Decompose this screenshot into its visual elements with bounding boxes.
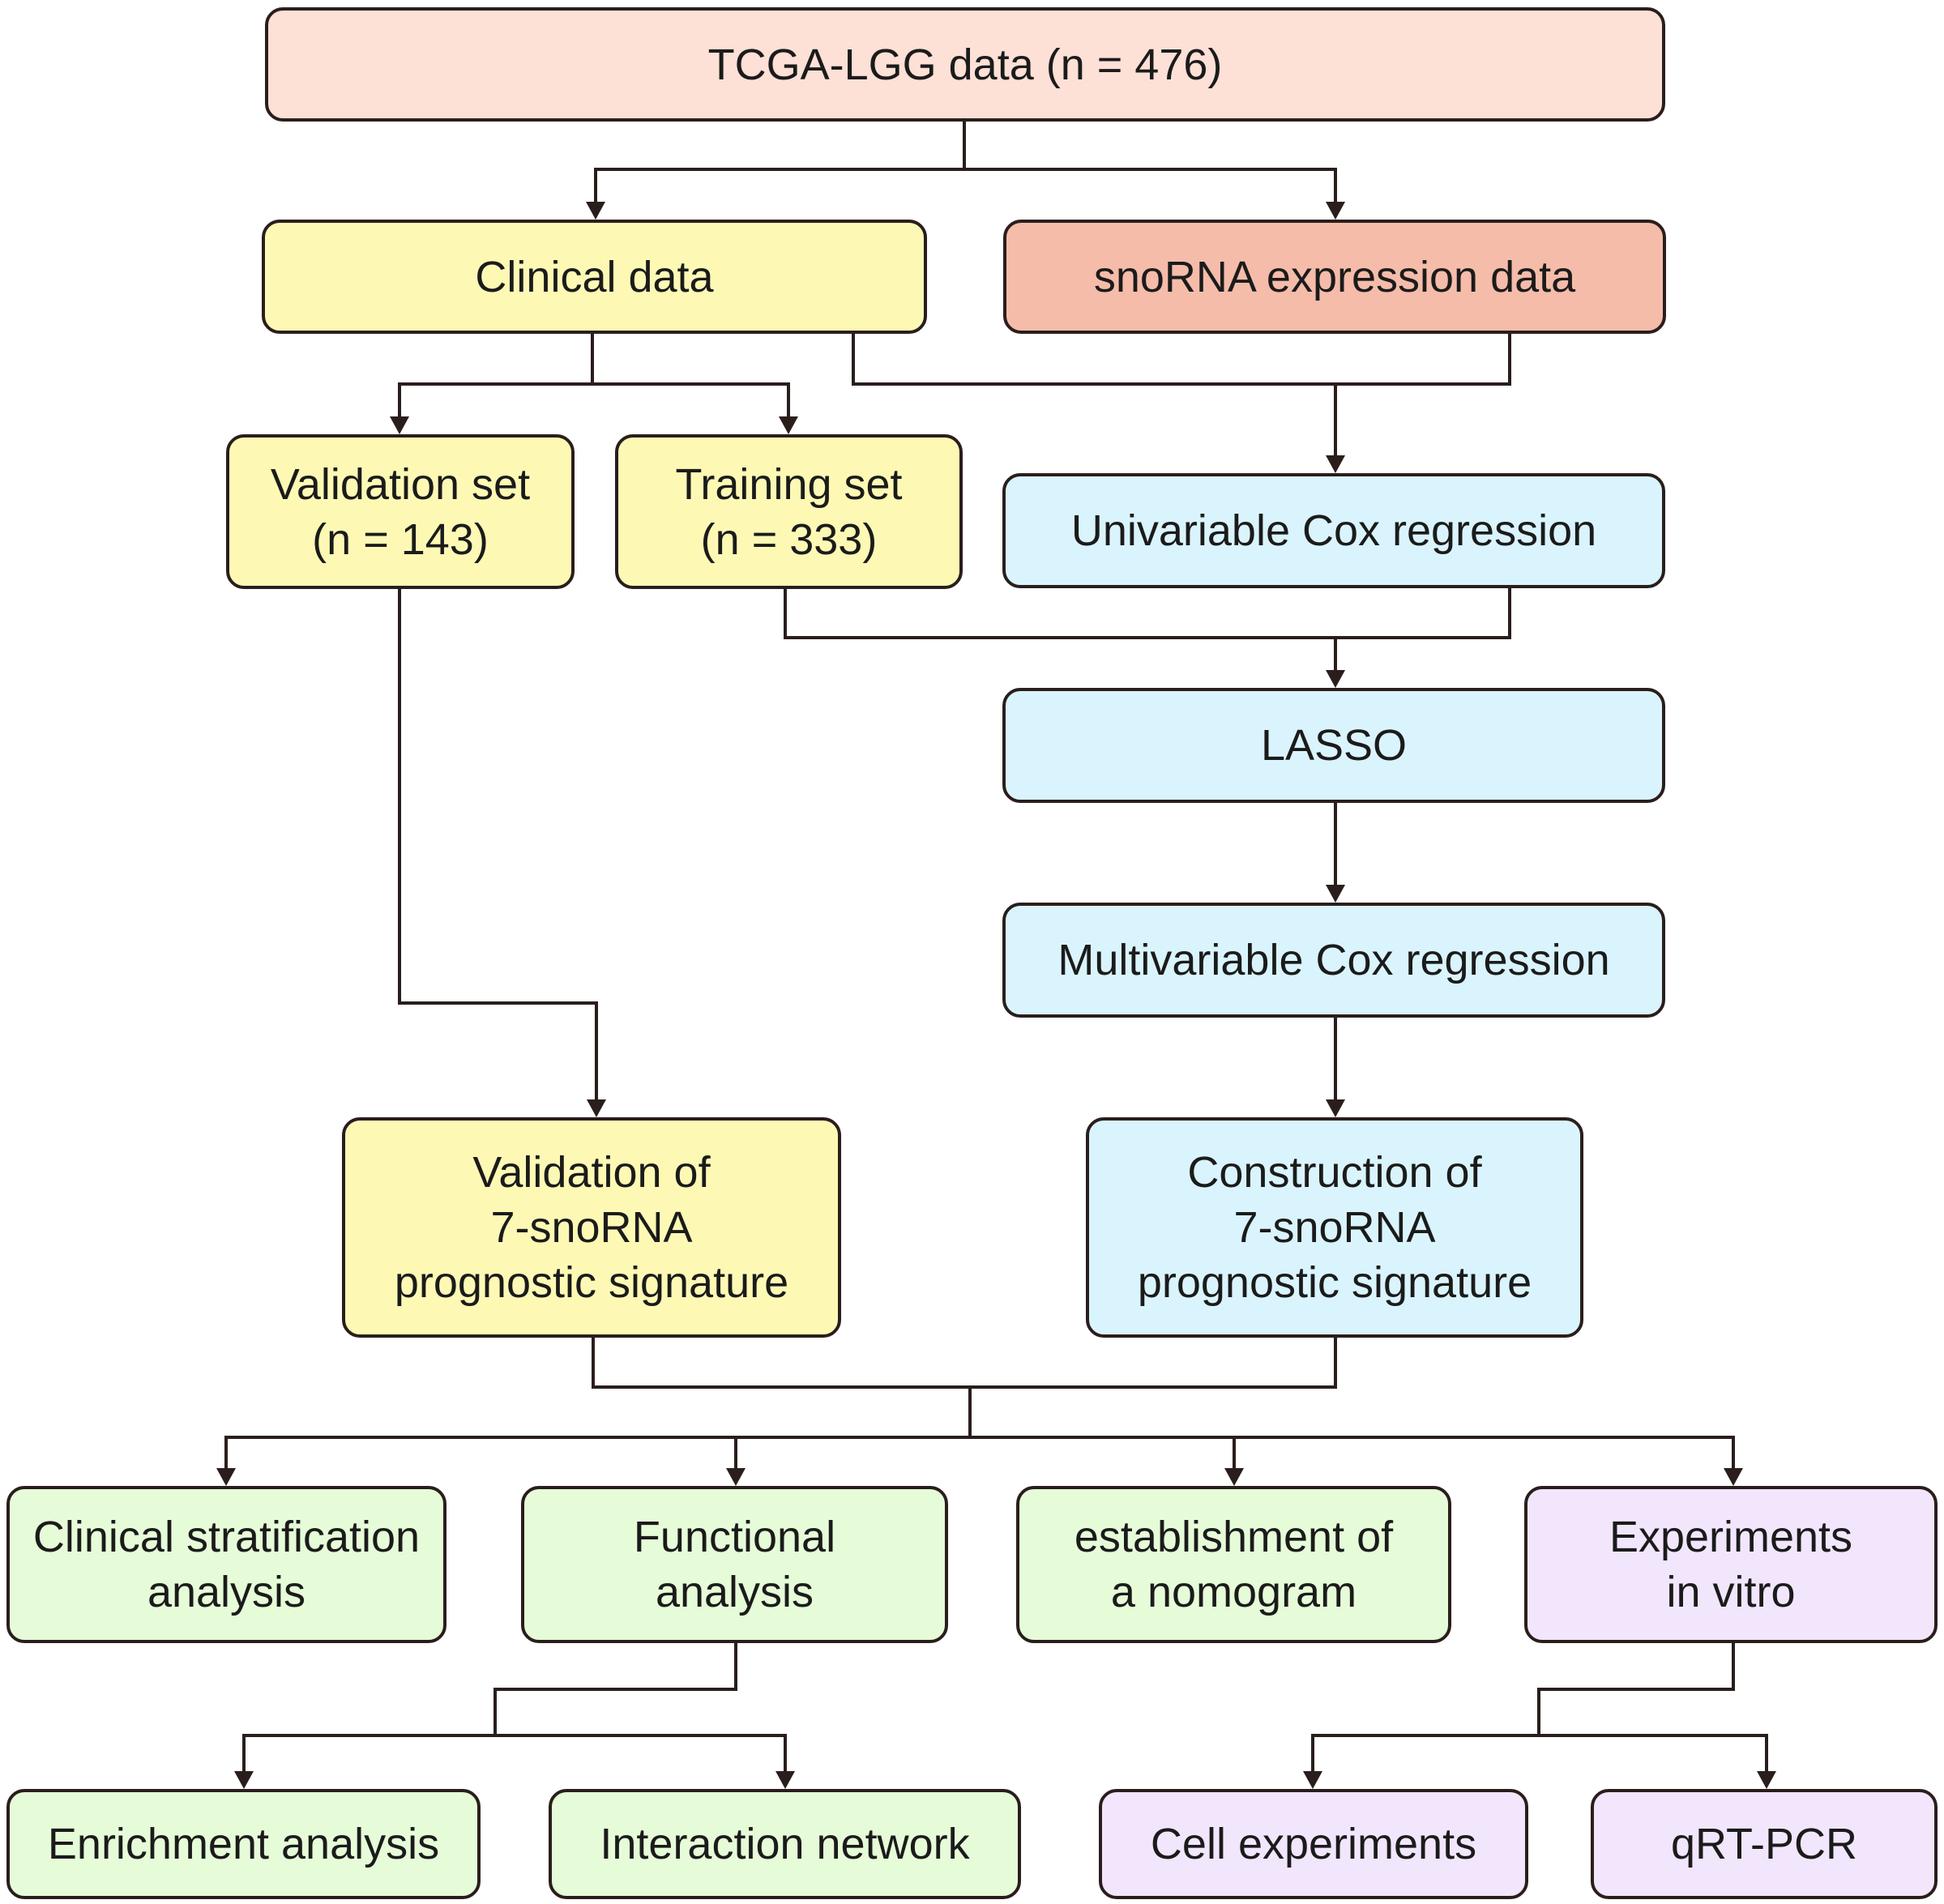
arrow-head-icon bbox=[1326, 885, 1345, 903]
cell-experiments-label: Cell experiments bbox=[1150, 1820, 1477, 1868]
training-set-count: (n = 333) bbox=[700, 514, 878, 564]
validation-set-box: Validation set (n = 143) bbox=[226, 434, 575, 589]
validation-signature-line-2: 7-snoRNA bbox=[490, 1203, 693, 1252]
construction-signature-line-2: 7-snoRNA bbox=[1233, 1203, 1436, 1252]
lasso-label: LASSO bbox=[1260, 721, 1408, 770]
interaction-network-box: Interaction network bbox=[549, 1789, 1021, 1899]
arrow-head-icon bbox=[1326, 670, 1345, 688]
arrow-head-icon bbox=[1326, 202, 1345, 220]
construction-signature-line-1: Construction of bbox=[1187, 1148, 1482, 1197]
clinical-data-box: Clinical data bbox=[262, 220, 927, 334]
univariable-cox-box: Univariable Cox regression bbox=[1002, 473, 1665, 588]
clinical-stratification-box: Clinical stratification analysis bbox=[6, 1486, 446, 1643]
multivariable-cox-box: Multivariable Cox regression bbox=[1002, 903, 1665, 1018]
arrow-head-icon bbox=[726, 1468, 746, 1486]
training-set-label: Training set bbox=[675, 459, 903, 509]
functional-analysis-line-1: Functional bbox=[633, 1513, 836, 1561]
nomogram-line-1: establishment of bbox=[1074, 1513, 1394, 1561]
arrow-head-icon bbox=[1757, 1771, 1776, 1789]
experiments-in-vitro-line-2: in vitro bbox=[1666, 1568, 1796, 1616]
nomogram-line-2: a nomogram bbox=[1110, 1568, 1357, 1616]
validation-signature-box: Validation of 7-snoRNA prognostic signat… bbox=[342, 1117, 841, 1338]
validation-signature-line-3: prognostic signature bbox=[394, 1258, 789, 1307]
multivariable-cox-label: Multivariable Cox regression bbox=[1057, 936, 1610, 984]
enrichment-analysis-label: Enrichment analysis bbox=[47, 1820, 440, 1868]
construction-signature-line-3: prognostic signature bbox=[1137, 1258, 1532, 1307]
functional-analysis-line-2: analysis bbox=[655, 1568, 814, 1616]
arrow-head-icon bbox=[779, 416, 798, 434]
arrow-head-icon bbox=[234, 1771, 254, 1789]
validation-set-count: (n = 143) bbox=[312, 514, 489, 564]
construction-signature-box: Construction of 7-snoRNA prognostic sign… bbox=[1086, 1117, 1583, 1338]
interaction-network-label: Interaction network bbox=[600, 1820, 970, 1868]
arrow-head-icon bbox=[1326, 1099, 1345, 1117]
arrow-head-icon bbox=[587, 1099, 606, 1117]
qrt-pcr-label: qRT-PCR bbox=[1670, 1820, 1858, 1868]
snorna-expression-data-label: snoRNA expression data bbox=[1093, 252, 1576, 301]
clinical-stratification-line-2: analysis bbox=[147, 1568, 306, 1616]
validation-set-label: Validation set bbox=[270, 459, 531, 509]
clinical-stratification-line-1: Clinical stratification bbox=[32, 1513, 421, 1561]
experiments-in-vitro-box: Experiments in vitro bbox=[1524, 1486, 1938, 1643]
arrow-head-icon bbox=[390, 416, 409, 434]
arrow-head-icon bbox=[1303, 1771, 1322, 1789]
arrow-head-icon bbox=[775, 1771, 795, 1789]
cell-experiments-box: Cell experiments bbox=[1099, 1789, 1528, 1899]
validation-signature-line-1: Validation of bbox=[472, 1148, 711, 1197]
nomogram-box: establishment of a nomogram bbox=[1016, 1486, 1451, 1643]
experiments-in-vitro-line-1: Experiments bbox=[1609, 1513, 1853, 1561]
enrichment-analysis-box: Enrichment analysis bbox=[6, 1789, 481, 1899]
snorna-expression-data-box: snoRNA expression data bbox=[1003, 220, 1666, 334]
arrow-head-icon bbox=[1224, 1468, 1244, 1486]
univariable-cox-label: Univariable Cox regression bbox=[1070, 506, 1597, 555]
qrt-pcr-box: qRT-PCR bbox=[1591, 1789, 1938, 1899]
arrow-head-icon bbox=[216, 1468, 236, 1486]
functional-analysis-box: Functional analysis bbox=[521, 1486, 948, 1643]
tcga-lgg-data-box: TCGA-LGG data (n = 476) bbox=[265, 7, 1665, 122]
tcga-lgg-data-label: TCGA-LGG data (n = 476) bbox=[707, 40, 1223, 89]
lasso-box: LASSO bbox=[1002, 688, 1665, 803]
training-set-box: Training set (n = 333) bbox=[615, 434, 963, 589]
arrow-head-icon bbox=[1326, 455, 1345, 473]
clinical-data-label: Clinical data bbox=[475, 252, 714, 301]
arrow-head-icon bbox=[1724, 1468, 1743, 1486]
arrow-head-icon bbox=[586, 202, 605, 220]
